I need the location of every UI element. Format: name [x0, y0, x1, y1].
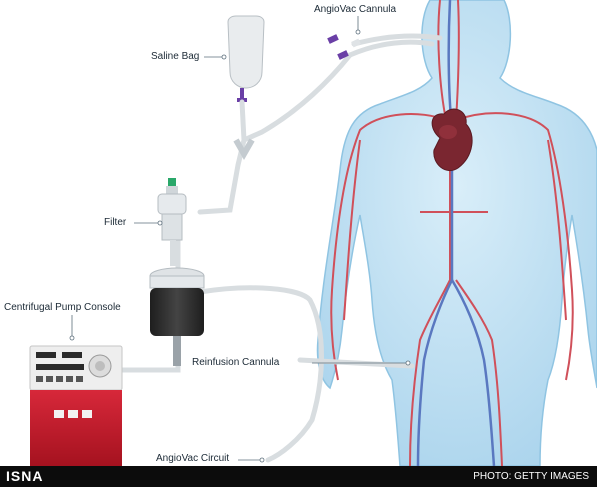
label-saline-bag: Saline Bag — [151, 51, 200, 62]
pump-console — [29, 345, 123, 466]
cannula-tips — [327, 34, 361, 60]
human-body — [316, 0, 597, 467]
leader-lines — [69, 16, 411, 463]
filter-device — [157, 178, 187, 266]
tubing — [115, 33, 443, 463]
arteries — [330, 0, 574, 467]
label-centrifugal-pump-console: Centrifugal Pump Console — [4, 302, 121, 313]
label-filter: Filter — [104, 217, 127, 228]
photo-credit: PHOTO: GETTY IMAGES — [473, 471, 589, 482]
saline-bag — [227, 15, 265, 102]
centrifugal-pump — [149, 267, 205, 366]
y-connector — [233, 138, 255, 161]
footer-bar: ISNA PHOTO: GETTY IMAGES — [0, 466, 597, 487]
brand-logo-text: ISNA — [6, 468, 44, 484]
heart — [431, 108, 473, 172]
label-angiovac-circuit: AngioVac Circuit — [156, 453, 230, 464]
label-reinfusion-cannula: Reinfusion Cannula — [192, 357, 280, 368]
label-angiovac-cannula: AngioVac Cannula — [314, 4, 397, 15]
